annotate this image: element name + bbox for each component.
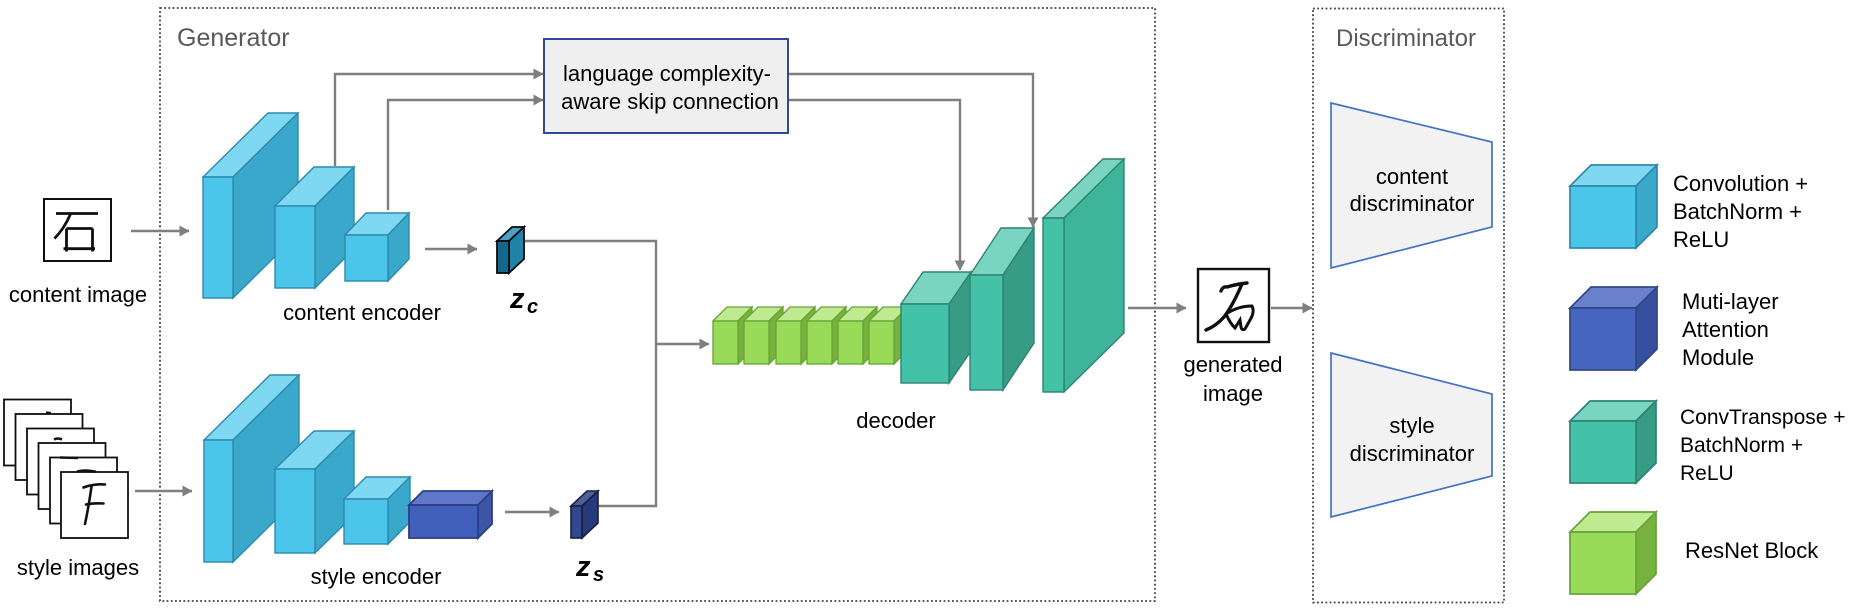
- svg-text:Convolution +: Convolution +: [1673, 171, 1808, 196]
- svg-text:BatchNorm +: BatchNorm +: [1680, 434, 1803, 457]
- svg-text:aware skip connection: aware skip connection: [561, 89, 779, 114]
- svg-text:style images: style images: [17, 555, 139, 580]
- svg-text:ConvTranspose +: ConvTranspose +: [1680, 406, 1846, 429]
- svg-text:Attention: Attention: [1682, 317, 1769, 342]
- svg-text:style: style: [1389, 413, 1434, 438]
- svg-text:c: c: [527, 296, 538, 318]
- svg-text:discriminator: discriminator: [1350, 191, 1475, 216]
- svg-text:ReLU: ReLU: [1673, 227, 1729, 252]
- svg-text:Generator: Generator: [177, 24, 290, 52]
- svg-text:language complexity-: language complexity-: [563, 61, 771, 86]
- svg-text:ReLU: ReLU: [1680, 462, 1734, 485]
- svg-text:content encoder: content encoder: [283, 300, 441, 325]
- svg-text:generated: generated: [1183, 352, 1282, 377]
- svg-text:content: content: [1376, 164, 1448, 189]
- svg-text:Discriminator: Discriminator: [1336, 25, 1476, 52]
- svg-text:BatchNorm +: BatchNorm +: [1673, 199, 1802, 224]
- svg-text:discriminator: discriminator: [1350, 441, 1475, 466]
- svg-text:image: image: [1203, 381, 1263, 406]
- svg-text:s: s: [593, 564, 604, 586]
- svg-text:decoder: decoder: [856, 408, 936, 433]
- svg-text:content image: content image: [9, 282, 147, 307]
- svg-text:z: z: [575, 551, 591, 583]
- svg-text:Module: Module: [1682, 345, 1754, 370]
- svg-text:Muti-layer: Muti-layer: [1682, 289, 1779, 314]
- svg-text:style encoder: style encoder: [311, 564, 442, 589]
- svg-text:ResNet Block: ResNet Block: [1685, 538, 1819, 563]
- svg-text:z: z: [509, 283, 525, 315]
